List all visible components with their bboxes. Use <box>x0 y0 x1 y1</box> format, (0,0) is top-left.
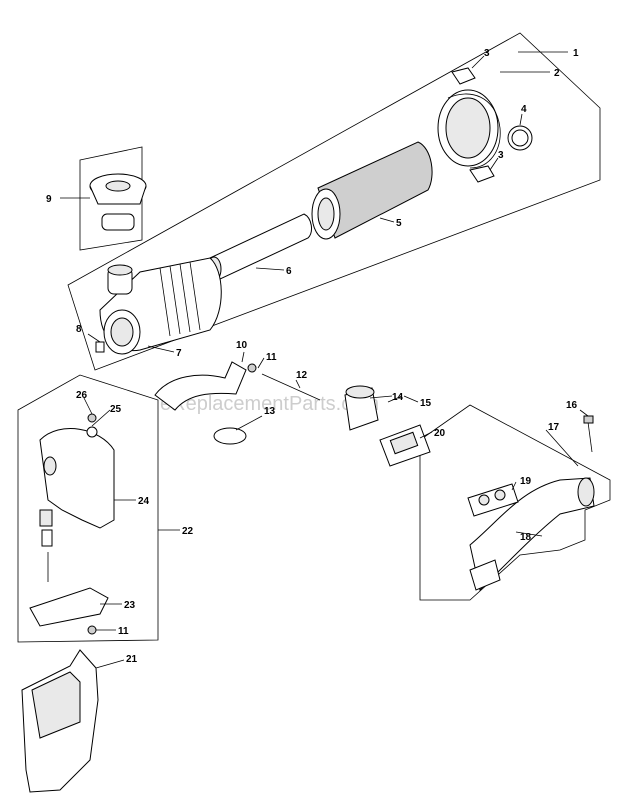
part-hose-nut <box>247 363 257 373</box>
callout-23: 23 <box>124 600 136 611</box>
callout-2: 2 <box>554 68 560 79</box>
part-precleaner-cap <box>89 173 147 205</box>
callout-19: 19 <box>520 476 532 487</box>
callout-16: 16 <box>566 400 578 411</box>
part-housing-sleeve <box>41 529 53 547</box>
callout-10: 10 <box>236 340 248 351</box>
part-spring-clip <box>387 395 403 403</box>
callout-17: 17 <box>548 422 560 433</box>
callout-26: 26 <box>76 390 88 401</box>
watermark-text: eReplacementParts.com <box>160 393 379 415</box>
blower-housing-frame <box>17 374 159 643</box>
callout-3-upper: 3 <box>484 48 490 59</box>
part-dust-valve <box>95 341 105 353</box>
part-safety-filter <box>206 213 312 282</box>
part-air-cleaner-body <box>99 257 222 355</box>
callout-24: 24 <box>138 496 150 507</box>
callout-20: 20 <box>434 428 446 439</box>
part-cover-clip-lower <box>469 165 495 183</box>
air-cleaner-assembly-frame <box>67 32 601 371</box>
part-exhaust-manifold <box>469 477 595 591</box>
callout-labels: 1 2 3 3 4 5 6 7 8 9 10 11 12 13 14 15 16… <box>46 48 579 665</box>
callout-11-lower: 11 <box>118 626 129 637</box>
callout-22: 22 <box>182 526 194 537</box>
callout-18: 18 <box>520 532 532 543</box>
callout-9: 9 <box>46 194 52 205</box>
callout-3-lower: 3 <box>498 150 504 161</box>
part-manifold-flange <box>469 559 501 591</box>
part-air-cleaner-cover <box>437 89 501 169</box>
part-primary-filter <box>311 141 433 240</box>
part-shroud <box>21 649 99 793</box>
precleaner-frame <box>79 146 143 251</box>
callout-15: 15 <box>420 398 432 409</box>
part-housing-screw <box>87 413 97 423</box>
part-adapter-gasket <box>379 424 431 467</box>
leader-lines <box>60 51 589 669</box>
part-cover-clip-upper <box>451 67 476 85</box>
part-precleaner-clamp <box>101 213 135 231</box>
part-gasket-ring <box>507 125 533 151</box>
callout-13: 13 <box>264 406 276 417</box>
part-mounting-bracket <box>29 587 109 627</box>
exhaust-manifold-frame <box>419 404 611 601</box>
callout-14: 14 <box>392 392 404 403</box>
part-hose-clamp <box>213 427 247 445</box>
callout-8: 8 <box>76 324 82 335</box>
part-housing-washer <box>86 426 98 438</box>
callout-1: 1 <box>573 48 579 59</box>
part-bracket-nut <box>87 625 97 635</box>
callout-5: 5 <box>396 218 402 229</box>
part-manifold-bolt <box>583 415 594 453</box>
part-inlet-adapter <box>344 385 379 431</box>
callout-4: 4 <box>521 104 527 115</box>
callout-7: 7 <box>176 348 182 359</box>
callout-12: 12 <box>296 370 308 381</box>
part-blower-housing <box>39 428 115 529</box>
part-housing-spring <box>39 509 53 527</box>
part-manifold-gasket <box>467 483 519 517</box>
callout-21: 21 <box>126 654 138 665</box>
callout-25: 25 <box>110 404 122 415</box>
callout-11-upper: 11 <box>266 352 277 363</box>
part-long-rod <box>261 373 321 401</box>
callout-6: 6 <box>286 266 292 277</box>
assembly-frames <box>17 32 611 643</box>
part-elbow-hose <box>154 361 247 411</box>
